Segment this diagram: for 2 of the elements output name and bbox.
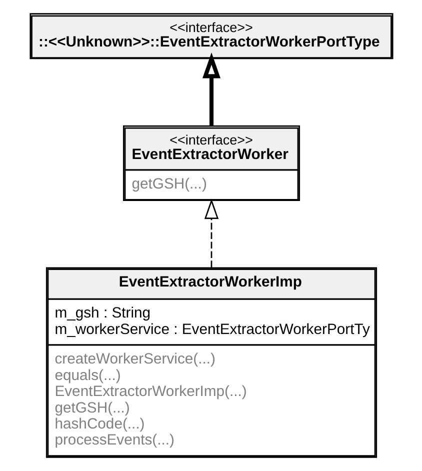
- arrow: [204, 198, 218, 268]
- arrow: [202, 52, 220, 126]
